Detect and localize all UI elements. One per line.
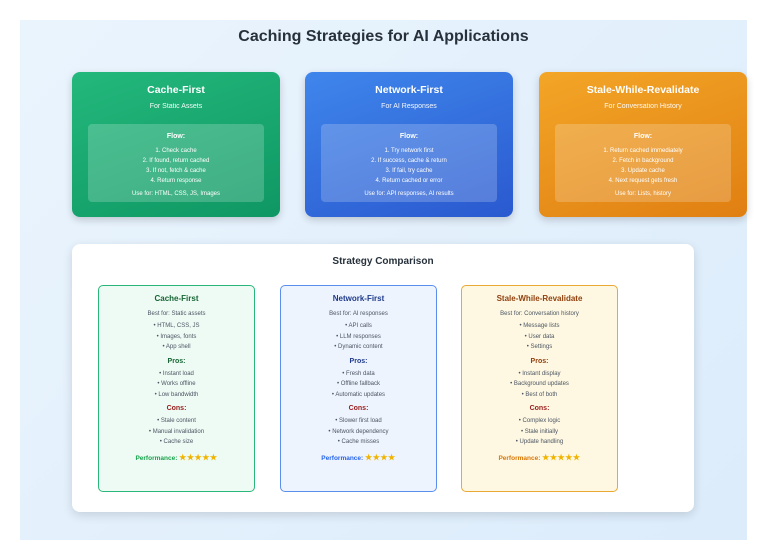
flow-title: Flow:: [166, 133, 186, 140]
cons-heading: Cons:: [529, 405, 550, 412]
flow-steps: 1. Try network first 2. If success, cach…: [321, 146, 497, 186]
star-icon: ★★★★★: [542, 452, 581, 462]
card-title: Cache-First: [154, 294, 199, 303]
comparison-card-stale-while-revalidate: Stale-While-Revalidate Best for: Convers…: [461, 285, 618, 492]
performance-label: Performance:: [135, 454, 178, 462]
list-item: • API calls: [345, 323, 372, 329]
list-item: • Complex logic: [518, 418, 561, 424]
list-item: • Instant load: [159, 370, 194, 377]
flow-step: 1. Try network first: [384, 148, 434, 154]
strategy-name: Stale-While-Revalidate: [586, 84, 700, 96]
flow-step: 2. If found, return cached: [142, 158, 210, 164]
list-item: • LLM responses: [336, 333, 381, 340]
use-for-text: Use for: Lists, history: [614, 191, 671, 197]
flow-step: 3. If not, fetch & cache: [146, 168, 206, 174]
flow-step: 4. Return cached or error: [375, 178, 443, 184]
flow-step: 3. If fail, try cache: [385, 168, 433, 174]
flow-step: 3. Update cache: [621, 168, 665, 174]
use-case-list: • HTML, CSS, JS • Images, fonts • App sh…: [99, 321, 254, 353]
list-item: • Slower first load: [335, 418, 382, 424]
use-case-list: • API calls • LLM responses • Dynamic co…: [281, 321, 436, 353]
best-for-text: Best for: Static assets: [147, 311, 206, 317]
list-item: • User data: [524, 333, 555, 340]
strategy-name: Cache-First: [147, 84, 205, 96]
flow-box: Flow: 1. Check cache 2. If found, return…: [88, 124, 264, 202]
cons-list: • Slower first load • Network dependency…: [281, 416, 436, 448]
comparison-title: Strategy Comparison: [332, 256, 434, 267]
list-item: • Instant display: [518, 370, 561, 377]
flow-step: 4. Return response: [150, 178, 202, 184]
comparison-card-network-first: Network-First Best for: AI responses • A…: [280, 285, 437, 492]
card-title: Stale-While-Revalidate: [496, 294, 583, 303]
list-item: • Update handling: [515, 439, 564, 445]
use-for-text: Use for: API responses, AI results: [364, 191, 454, 197]
flow-step: 2. Fetch in background: [612, 158, 674, 164]
best-for-text: Best for: Conversation history: [500, 311, 579, 317]
performance-rating: Performance: ★★★★★: [99, 453, 254, 462]
cons-list: • Complex logic • Stale initially • Upda…: [462, 416, 617, 448]
flow-step: 4. Next request gets fresh: [608, 178, 678, 184]
star-icon: ★★★★: [365, 452, 396, 462]
list-item: • Dynamic content: [334, 344, 383, 350]
list-item: • App shell: [162, 344, 191, 350]
list-item: • Fresh data: [342, 370, 375, 377]
performance-label: Performance:: [321, 454, 364, 462]
flow-box: Flow: 1. Try network first 2. If success…: [321, 124, 497, 202]
strategy-subtitle: For Conversation History: [604, 103, 682, 110]
pros-heading: Pros:: [167, 357, 186, 365]
pros-heading: Pros:: [530, 357, 549, 365]
use-case-list: • Message lists • User data • Settings: [462, 321, 617, 353]
flow-steps: 1. Check cache 2. If found, return cache…: [88, 146, 264, 186]
strategy-subtitle: For Static Assets: [149, 103, 203, 110]
card-title: Network-First: [332, 294, 385, 303]
cons-heading: Cons:: [348, 405, 369, 412]
flow-title: Flow:: [399, 133, 419, 140]
list-item: • Background updates: [510, 381, 569, 387]
flow-step: 1. Check cache: [155, 148, 197, 154]
diagram-title: Caching Strategies for AI Applications: [238, 28, 529, 45]
performance-label: Performance:: [498, 454, 541, 462]
flow-step: 1. Return cached immediately: [603, 148, 683, 154]
strategy-box-cache-first: Cache-First For Static Assets Flow: 1. C…: [72, 72, 280, 217]
comparison-panel: Strategy Comparison Cache-First Best for…: [72, 244, 694, 512]
pros-list: • Instant load • Works offline • Low ban…: [99, 369, 254, 401]
list-item: • Manual invalidation: [148, 428, 205, 435]
list-item: • HTML, CSS, JS: [153, 323, 200, 329]
list-item: • Works offline: [157, 381, 196, 387]
performance-rating: Performance: ★★★★★: [462, 453, 617, 462]
use-for-text: Use for: HTML, CSS, JS, Images: [131, 191, 221, 197]
list-item: • Images, fonts: [156, 333, 197, 340]
strategy-name: Network-First: [375, 84, 443, 96]
strategy-box-stale-while-revalidate: Stale-While-Revalidate For Conversation …: [539, 72, 747, 217]
list-item: • Settings: [526, 344, 553, 350]
list-item: • Cache size: [159, 439, 194, 445]
best-for-text: Best for: AI responses: [329, 311, 388, 317]
cons-list: • Stale content • Manual invalidation • …: [99, 416, 254, 448]
comparison-card-cache-first: Cache-First Best for: Static assets • HT…: [98, 285, 255, 492]
pros-list: • Fresh data • Offline fallback • Automa…: [281, 369, 436, 401]
list-item: • Offline fallback: [336, 381, 380, 387]
performance-rating: Performance: ★★★★: [281, 453, 436, 462]
flow-title: Flow:: [633, 133, 653, 140]
list-item: • Message lists: [519, 323, 560, 329]
pros-list: • Instant display • Background updates •…: [462, 369, 617, 401]
list-item: • Cache misses: [337, 439, 380, 445]
list-item: • Stale initially: [520, 428, 559, 435]
cons-heading: Cons:: [166, 405, 187, 412]
flow-box: Flow: 1. Return cached immediately 2. Fe…: [555, 124, 731, 202]
flow-step: 2. If success, cache & return: [371, 158, 447, 164]
diagram-canvas: Caching Strategies for AI Applications C…: [20, 20, 747, 540]
strategy-box-network-first: Network-First For AI Responses Flow: 1. …: [305, 72, 513, 217]
list-item: • Automatic updates: [331, 391, 386, 398]
list-item: • Network dependency: [328, 428, 389, 435]
flow-steps: 1. Return cached immediately 2. Fetch in…: [555, 146, 731, 186]
strategy-subtitle: For AI Responses: [381, 103, 437, 110]
pros-heading: Pros:: [349, 357, 368, 365]
star-icon: ★★★★★: [179, 452, 218, 462]
list-item: • Best of both: [521, 391, 558, 398]
list-item: • Stale content: [157, 418, 196, 424]
list-item: • Low bandwidth: [154, 391, 199, 398]
